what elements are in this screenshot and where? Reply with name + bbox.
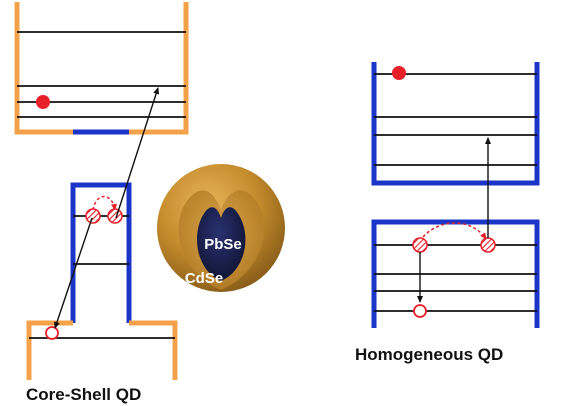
exciton-icon — [107, 208, 123, 224]
hole-icon — [45, 326, 59, 340]
electron-icon — [392, 66, 406, 80]
homogeneous-diagram: Homogeneous QD — [355, 62, 540, 364]
shell-conduction-well — [14, 2, 189, 135]
pbse-core — [197, 207, 246, 281]
core-shell-diagram: Core-Shell QD — [14, 2, 189, 404]
exciton-transfer-arrow — [92, 195, 117, 211]
excitation-arrow — [115, 87, 160, 219]
core-shell-label: Core-Shell QD — [26, 385, 141, 404]
shell-material-label: CdSe — [185, 270, 223, 287]
homogeneous-label: Homogeneous QD — [355, 345, 503, 364]
core-material-label: PbSe — [204, 236, 242, 253]
exciton-icon — [85, 208, 101, 224]
electron-icon — [36, 95, 50, 109]
valence-well — [371, 219, 540, 328]
exciton-transfer-arrow — [422, 222, 487, 240]
conduction-well — [371, 62, 540, 186]
hole-icon — [413, 304, 427, 318]
exciton-icon — [480, 237, 496, 253]
core-shell-sphere: PbSe CdSe — [157, 164, 285, 292]
relaxation-arrow — [54, 217, 93, 329]
exciton-icon — [412, 237, 428, 253]
shell-valence-well — [26, 320, 178, 380]
